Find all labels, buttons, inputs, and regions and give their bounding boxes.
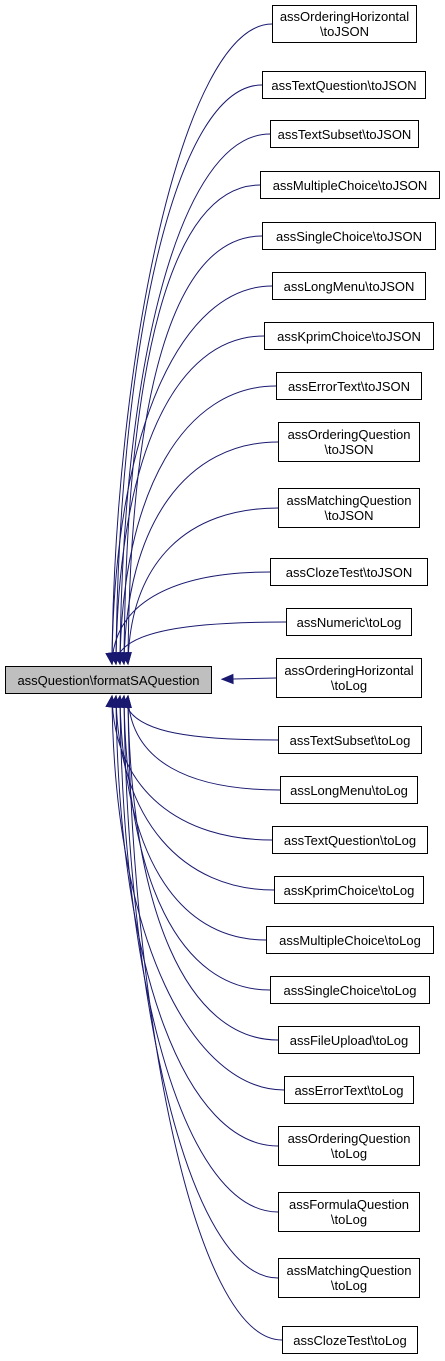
caller-node-label-line: \toLog	[330, 1212, 368, 1227]
caller-node-label-line: assMultipleChoice\toLog	[279, 932, 421, 948]
caller-node-label-line: assFileUpload\toLog	[289, 1032, 409, 1048]
caller-node-asskprimchoice-tojson[interactable]: assKprimChoice\toJSON	[264, 322, 434, 350]
call-edge	[115, 621, 287, 665]
caller-node-assorderinghorizontal-tolog[interactable]: assOrderingHorizontal\toLog	[276, 658, 422, 698]
edge-arrowhead	[121, 694, 132, 709]
caller-node-label-line: assOrderingQuestion	[287, 427, 411, 442]
caller-node-label-line: assTextSubset\toLog	[289, 732, 411, 748]
call-edge	[127, 695, 279, 1041]
caller-node-label-line: assErrorText\toLog	[294, 1082, 404, 1098]
caller-node-label-line: assLongMenu\toJSON	[283, 278, 415, 294]
caller-node-label-line: assClozeTest\toJSON	[285, 564, 413, 580]
call-edge	[115, 695, 275, 891]
caller-node-asstextquestion-tojson[interactable]: assTextQuestion\toJSON	[262, 71, 426, 99]
caller-node-label-line: assTextQuestion\toLog	[283, 832, 417, 848]
caller-node-label-line: assNumeric\toLog	[296, 614, 402, 630]
caller-node-asslongmenu-tojson[interactable]: assLongMenu\toJSON	[272, 272, 426, 300]
call-edge	[123, 695, 279, 1279]
caller-node-assclozetest-tolog[interactable]: assClozeTest\toLog	[282, 1326, 418, 1354]
call-edge	[127, 695, 281, 791]
call-edge	[111, 695, 285, 1091]
caller-node-assmultiplechoice-tojson[interactable]: assMultipleChoice\toJSON	[260, 171, 440, 199]
caller-node-label-line: \toLog	[330, 1278, 368, 1293]
caller-node-label-line: assOrderingHorizontal	[279, 9, 410, 24]
caller-node-label-line: \toJSON	[324, 442, 374, 457]
edge-arrowhead	[220, 673, 234, 685]
call-edge	[123, 695, 271, 991]
caller-node-asstextsubset-tojson[interactable]: assTextSubset\toJSON	[270, 120, 419, 148]
call-edge	[115, 335, 265, 665]
caller-node-label-line: assErrorText\toJSON	[287, 378, 411, 394]
caller-node-label-line: assFormulaQuestion	[289, 1197, 409, 1212]
caller-node-label-line: assTextQuestion\toJSON	[271, 77, 417, 93]
call-edge	[127, 695, 283, 1341]
caller-node-label-line: \toLog	[330, 1146, 368, 1161]
root-node-label: assQuestion\formatSAQuestion	[17, 672, 200, 688]
call-edge	[123, 441, 279, 665]
caller-node-asssinglechoice-tojson[interactable]: assSingleChoice\toJSON	[262, 222, 436, 250]
call-edge	[115, 695, 279, 1147]
caller-node-label-line: assKprimChoice\toLog	[283, 882, 415, 898]
caller-node-assnumeric-tolog[interactable]: assNumeric\toLog	[286, 608, 412, 636]
call-edge	[123, 695, 279, 741]
caller-node-assformulaquestion-tolog[interactable]: assFormulaQuestion\toLog	[278, 1192, 420, 1232]
caller-node-label-line: assLongMenu\toLog	[290, 782, 408, 798]
caller-node-assclozetest-tojson[interactable]: assClozeTest\toJSON	[270, 558, 428, 586]
caller-node-asssinglechoice-tolog[interactable]: assSingleChoice\toLog	[270, 976, 430, 1004]
caller-node-asskprimchoice-tolog[interactable]: assKprimChoice\toLog	[274, 876, 424, 904]
caller-node-assorderingquestion-tolog[interactable]: assOrderingQuestion\toLog	[278, 1126, 420, 1166]
call-edge	[111, 285, 273, 665]
caller-node-assmatchingquestion-tolog[interactable]: assMatchingQuestion\toLog	[278, 1258, 420, 1298]
call-edge	[127, 235, 263, 665]
caller-node-assmultiplechoice-tolog[interactable]: assMultipleChoice\toLog	[266, 926, 434, 954]
caller-node-assorderinghorizontal-tojson[interactable]: assOrderingHorizontal\toJSON	[272, 5, 417, 43]
caller-node-asslongmenu-tolog[interactable]: assLongMenu\toLog	[280, 776, 418, 804]
call-edge	[123, 184, 261, 665]
call-edge	[119, 133, 271, 665]
call-edge	[111, 695, 273, 841]
call-edge	[111, 571, 271, 665]
caller-node-asstextsubset-tolog[interactable]: assTextSubset\toLog	[278, 726, 422, 754]
caller-node-assmatchingquestion-tojson[interactable]: assMatchingQuestion\toJSON	[278, 488, 420, 528]
caller-node-label-line: \toJSON	[319, 24, 370, 39]
caller-node-label-line: assTextSubset\toJSON	[277, 126, 412, 142]
caller-node-label-line: assKprimChoice\toJSON	[277, 328, 421, 344]
caller-node-asserrortext-tojson[interactable]: assErrorText\toJSON	[276, 372, 422, 400]
caller-node-label-line: assMultipleChoice\toJSON	[272, 177, 428, 193]
edge-arrowhead	[109, 651, 120, 666]
call-edge	[115, 84, 263, 665]
call-edge	[127, 507, 279, 665]
caller-node-asserrortext-tolog[interactable]: assErrorText\toLog	[284, 1076, 414, 1104]
caller-node-assfileupload-tolog[interactable]: assFileUpload\toLog	[278, 1026, 420, 1054]
call-edge	[119, 695, 279, 1213]
caller-node-label-line: assMatchingQuestion	[286, 493, 412, 508]
caller-node-label-line: \toLog	[330, 678, 368, 693]
caller-node-label-line: assOrderingHorizontal	[284, 663, 414, 678]
caller-node-assorderingquestion-tojson[interactable]: assOrderingQuestion\toJSON	[278, 422, 420, 462]
caller-node-label-line: assSingleChoice\toLog	[283, 982, 417, 998]
caller-node-label-line: \toJSON	[324, 508, 374, 523]
call-edge	[119, 385, 277, 665]
caller-node-label-line: assClozeTest\toLog	[293, 1332, 407, 1348]
caller-node-label-line: assSingleChoice\toJSON	[276, 228, 422, 244]
caller-node-asstextquestion-tolog[interactable]: assTextQuestion\toLog	[272, 826, 428, 854]
edge-arrowhead	[121, 651, 132, 666]
call-edge	[119, 695, 267, 941]
caller-node-label-line: assMatchingQuestion	[286, 1263, 412, 1278]
caller-node-label-line: assOrderingQuestion	[287, 1131, 411, 1146]
root-node-format-sa-question: assQuestion\formatSAQuestion	[5, 666, 212, 694]
call-edge	[111, 23, 273, 665]
